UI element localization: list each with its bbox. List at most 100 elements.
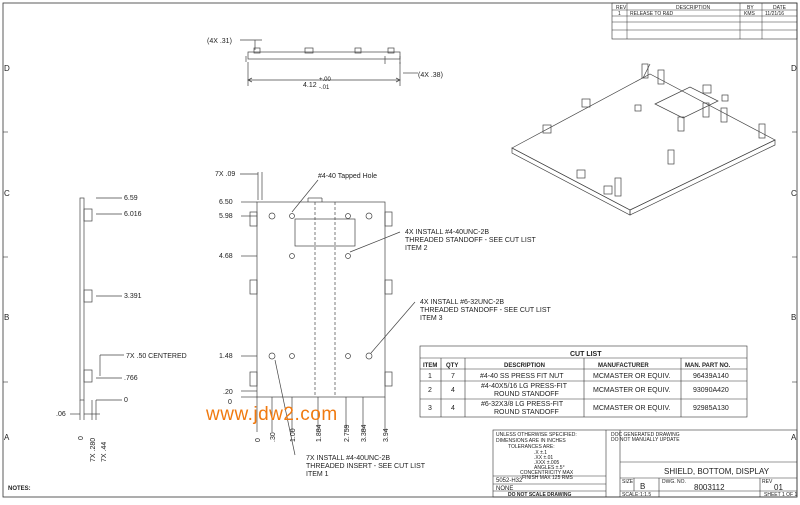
tb-scale-label: SCALE: (622, 492, 640, 498)
callout-item3-line3: ITEM 3 (420, 315, 443, 322)
cut-row1-desc: #4-40 SS PRESS FIT NUT (480, 373, 564, 380)
side-dim-0: 0 (124, 397, 128, 404)
side-view (70, 197, 124, 420)
cut-list-table (419, 345, 748, 418)
cut-row3-part: 92985A130 (693, 405, 729, 412)
callout-item3-line1: 4X INSTALL #6-32UNC-2B (420, 299, 504, 306)
side-dim-06: .06 (56, 411, 66, 418)
cut-row1-qty: 7 (451, 373, 455, 380)
notes-label: NOTES: (8, 486, 31, 492)
side-dim-7x-280: 7X .280 (90, 438, 97, 462)
side-dim-6-59: 6.59 (124, 195, 138, 202)
dim-4x-38: (4X .38) (418, 72, 443, 79)
zone-letter-left-b: B (4, 313, 9, 322)
tb-finish-note: FINISH MAX 125 RMS (522, 475, 574, 481)
callout-item1-line1: 7X INSTALL #4-40UNC-2B (306, 455, 390, 462)
callout-item2-line2: THREADED STANDOFF - SEE CUT LIST (405, 237, 537, 244)
tb-tol-4: ANGLES ±.5° (534, 465, 565, 471)
front-x-30: .30 (270, 432, 277, 442)
dim-4x-31: (4X .31) (207, 38, 232, 45)
dim-width-4-12: 4.12 (303, 82, 317, 89)
tb-material: 5052-H32 (496, 478, 523, 484)
front-top-note: 7X .09 (215, 171, 235, 178)
cut-header-item: ITEM (423, 363, 437, 369)
rev-header-date: DATE (773, 5, 787, 11)
front-dim-5-98: 5.98 (219, 213, 233, 220)
cut-row3-qty: 4 (451, 405, 455, 412)
zone-letter-right-a: A (791, 433, 797, 442)
tb-size: B (640, 482, 645, 491)
callout-item3-line2: THREADED STANDOFF - SEE CUT LIST (420, 307, 552, 314)
front-view (240, 172, 416, 456)
front-dim-1-48: 1.48 (219, 353, 233, 360)
isometric-view (511, 63, 776, 216)
cut-row2-desc1: #4-40X5/16 LG PRESS-FIT (481, 383, 568, 390)
callout-item2-line1: 4X INSTALL #4-40UNC-2B (405, 229, 489, 236)
tb-tol-3: .XXX ±.005 (534, 460, 559, 466)
front-x-3-384: 3.384 (361, 424, 368, 442)
cut-row2-mfr: MCMASTER OR EQUIV. (593, 387, 671, 394)
zone-letter-left-c: C (4, 189, 10, 198)
tb-concentricity: CONCENTRICITY MAX (520, 470, 574, 476)
tb-rev: 01 (774, 483, 783, 492)
tb-title: SHIELD, BOTTOM, DISPLAY (664, 467, 770, 476)
front-dim-0: 0 (228, 399, 232, 406)
dim-width-tol-plus: +.00 (319, 77, 332, 83)
tb-dwg-label: DWG. NO. (662, 479, 686, 485)
callout-item2-line3: ITEM 2 (405, 245, 428, 252)
side-callout-centered: 7X .50 CENTERED (126, 353, 187, 360)
tb-dwg-no: 8003112 (694, 483, 725, 492)
tb-proprietary-2: DO NOT MANUALLY UPDATE (611, 437, 680, 443)
tb-scale: 1:1.5 (640, 492, 651, 498)
callout-item1-line2: THREADED INSERT - SEE CUT LIST (306, 463, 426, 470)
zone-letter-left-a: A (4, 433, 10, 442)
front-x-2-759: 2.759 (344, 424, 351, 442)
tb-rev-label: REV (762, 479, 773, 485)
side-dim-3-391: 3.391 (124, 293, 142, 300)
cut-header-qty: QTY (446, 363, 458, 369)
cut-row2-desc2: ROUND STANDOFF (494, 391, 559, 398)
tb-proprietary-1: DOC GENERATED DRAWING (611, 432, 680, 438)
zone-letter-right-c: C (791, 189, 797, 198)
cut-header-manufacturer: MANUFACTURER (598, 363, 649, 369)
front-dim-20: .20 (223, 389, 233, 396)
front-tapped-hole: #4-40 Tapped Hole (318, 173, 377, 180)
tb-size-label: SIZE (622, 479, 634, 485)
front-x-3-94: 3.94 (383, 428, 390, 442)
cut-row3-item: 3 (428, 405, 432, 412)
zone-letter-right-d: D (791, 64, 797, 73)
front-dim-4-68: 4.68 (219, 253, 233, 260)
callout-item1-line3: ITEM 1 (306, 471, 329, 478)
cut-row2-item: 2 (428, 387, 432, 394)
zone-letter-right-b: B (791, 313, 796, 322)
revision-block: REV DESCRIPTION BY DATE 1 RELEASE TO R&D… (611, 2, 798, 40)
tb-tol-2: .XX ±.01 (534, 455, 553, 461)
side-dim-7x-44: 7X .44 (101, 442, 108, 462)
tb-unless-1: UNLESS OTHERWISE SPECIFIED: (496, 432, 577, 438)
cut-row2-part: 93090A420 (693, 387, 729, 394)
rev-header-rev: REV (616, 5, 627, 11)
tb-sheet: SHEET 1 OF 1 (764, 492, 797, 498)
cut-header-description: DESCRIPTION (504, 363, 545, 369)
cut-row1-part: 96439A140 (693, 373, 729, 380)
side-dim-6-016: 6.016 (124, 211, 142, 218)
rev-row-rev: 1 (618, 11, 621, 17)
top-view (240, 39, 418, 86)
tb-unless-3: TOLERANCES ARE: (508, 444, 555, 450)
cut-row1-item: 1 (428, 373, 432, 380)
cut-row3-desc1: #6-32X3/8 LG PRESS-FIT (481, 401, 564, 408)
tb-no-scale: DO NOT SCALE DRAWING (508, 492, 571, 498)
zone-letter-left-d: D (4, 64, 10, 73)
cut-row3-mfr: MCMASTER OR EQUIV. (593, 405, 671, 412)
side-dim-766: .766 (124, 375, 138, 382)
front-x-0: 0 (255, 438, 262, 442)
title-block (492, 429, 798, 498)
sheet-border (2, 2, 798, 498)
tb-finish: NONE (496, 486, 513, 492)
rev-header-description: DESCRIPTION (676, 5, 711, 11)
front-x-1-00: 1.00 (290, 428, 297, 442)
rev-row-by: KMS (744, 11, 756, 17)
rev-row-date: 11/21/16 (765, 11, 784, 17)
